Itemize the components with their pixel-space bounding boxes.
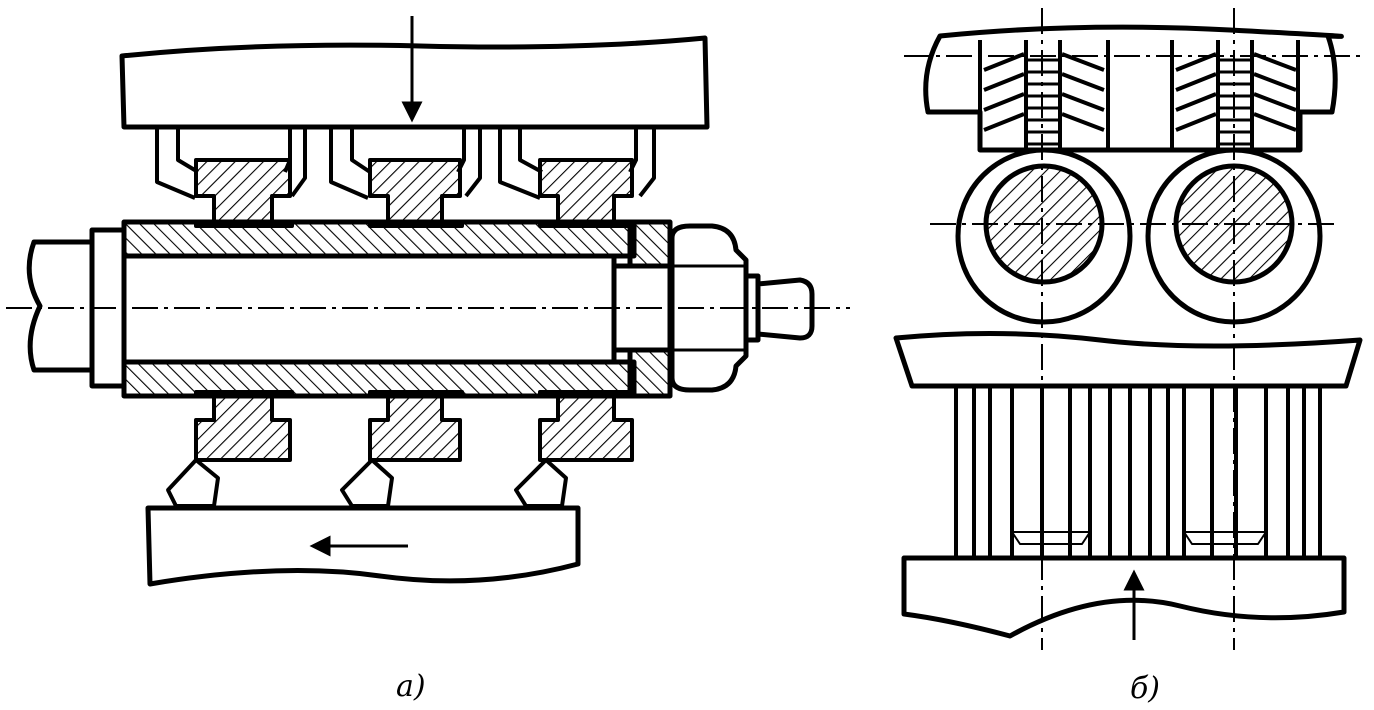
center-lines-b — [904, 8, 1366, 650]
upper-t-blocks — [194, 158, 636, 228]
upper-cutters — [155, 127, 656, 200]
insert-right-outer — [1170, 40, 1220, 152]
upper-t-block-1 — [194, 158, 294, 228]
insert-right-inner — [1250, 40, 1300, 152]
holder-inserts — [978, 40, 1300, 152]
lower-cutter-teeth — [166, 458, 568, 508]
lower-tooth-2 — [340, 458, 394, 508]
shaft-section-left — [983, 163, 1105, 285]
view-b-assembly — [893, 8, 1366, 650]
vertical-slats — [954, 386, 1322, 556]
upper-cutter-2 — [329, 127, 482, 200]
upper-sleeve — [121, 219, 637, 259]
upper-t-block-3 — [538, 158, 636, 228]
lower-t-block-1 — [194, 390, 294, 462]
lower-tooth-1 — [166, 458, 220, 508]
upper-cutter-3 — [498, 127, 656, 200]
bottom-bar — [901, 555, 1347, 639]
slat-details — [1011, 531, 1267, 545]
lower-tooth-3 — [514, 458, 568, 508]
upper-cutter-1 — [155, 127, 307, 200]
insert-left-outer — [978, 40, 1028, 152]
insert-left-inner — [1058, 40, 1110, 152]
caption-view-a: a) — [396, 669, 426, 704]
lower-holder-plate — [893, 330, 1363, 389]
upper-t-block-2 — [368, 158, 464, 228]
upper-bar — [119, 35, 710, 130]
slats-group — [954, 386, 1322, 556]
lower-t-block-3 — [538, 390, 636, 462]
caption-view-b: б) — [1130, 671, 1161, 706]
lower-t-blocks — [194, 390, 636, 462]
shaft-left-stub — [26, 239, 95, 373]
lower-t-block-2 — [368, 390, 464, 462]
view-a-assembly — [6, 16, 850, 587]
